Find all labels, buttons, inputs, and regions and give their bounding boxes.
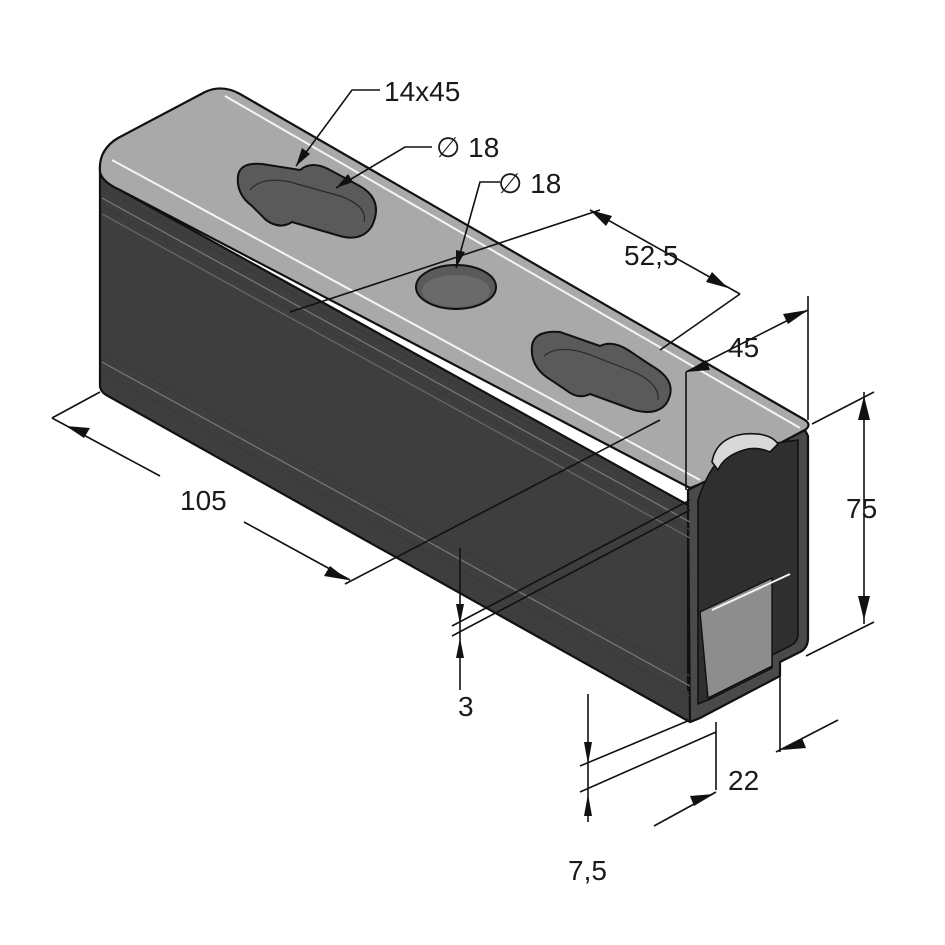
dim-slot-label: 14x45 xyxy=(384,76,460,107)
dim-opening-label: 22 xyxy=(728,765,759,796)
dim-wall-label: 3 xyxy=(458,691,474,722)
dim-pitch-label: 52,5 xyxy=(624,240,679,271)
dim-height-label: 75 xyxy=(846,493,877,524)
side-grooves xyxy=(101,187,691,697)
inner-lip-highlight xyxy=(711,573,791,611)
dim-length-label: 105 xyxy=(180,485,227,516)
top-edge-highlight xyxy=(111,159,701,481)
dimension-lines xyxy=(51,89,875,827)
dim-hole-b-label: ∅ 18 xyxy=(498,168,561,199)
slot-right-icon xyxy=(530,330,672,413)
dim-hole-a-label: ∅ 18 xyxy=(436,132,499,163)
dim-lip-label: 7,5 xyxy=(568,855,607,886)
round-hole-icon xyxy=(415,264,497,310)
dim-top-offset-label: 45 xyxy=(728,332,759,363)
far-edge-highlight xyxy=(224,95,801,429)
end-notch xyxy=(711,432,780,472)
